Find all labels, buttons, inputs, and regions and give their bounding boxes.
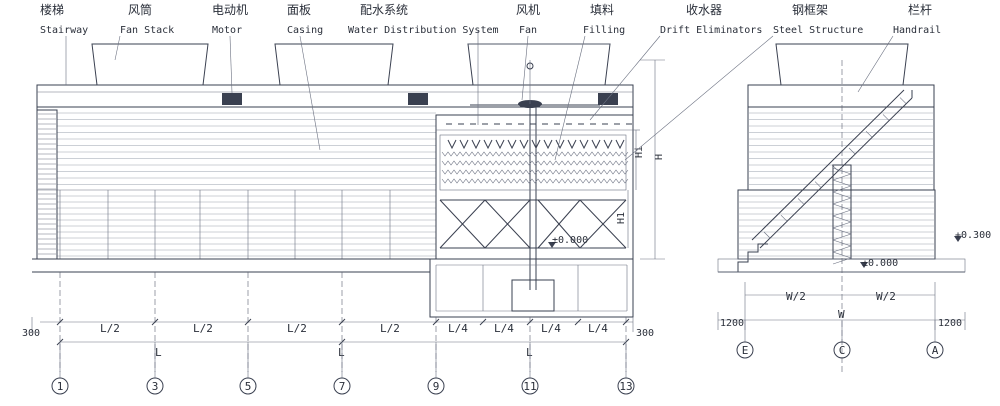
dim-quarter-L-1: L/4	[448, 322, 468, 335]
axis-label: A	[932, 344, 939, 357]
side-casing-lines	[738, 112, 935, 257]
label-filling-cn: 填料	[590, 3, 614, 17]
label-filling-en: Filling	[583, 25, 625, 36]
motor	[598, 93, 618, 105]
axis-bubble	[521, 377, 539, 395]
stairway-ladder	[36, 109, 58, 260]
label-motor-cn: 电动机	[212, 3, 248, 17]
axis-bubble	[833, 341, 851, 359]
dim-L-1: L	[155, 346, 162, 359]
height-dims: H Hi H1	[616, 59, 665, 260]
drift-eliminators	[446, 123, 632, 150]
side-dimensions: W/2 W/2 W 1200 1200	[717, 282, 966, 330]
dim-half-L-4: L/2	[380, 322, 400, 335]
fan-stack	[91, 43, 209, 86]
fan-assembly	[470, 60, 600, 290]
label-handrail-en: Handrail	[893, 25, 941, 36]
dim-1200-right: 1200	[938, 318, 962, 329]
fan-stack	[467, 43, 611, 86]
top-deck	[36, 84, 634, 108]
filling-pattern	[441, 151, 629, 184]
axis-label: 5	[245, 380, 252, 393]
label-fan-cn: 风机	[516, 3, 540, 17]
label-casing-cn: 面板	[287, 3, 311, 17]
side-elevation-marks: ±0.000 +0.300	[860, 230, 991, 269]
dim-H1: H1	[616, 212, 627, 224]
axis-bubble	[926, 341, 944, 359]
fill-pack	[439, 134, 627, 191]
axis-bubble	[427, 377, 445, 395]
label-motor-en: Motor	[212, 25, 242, 36]
axis-label: 9	[433, 380, 440, 393]
motor	[222, 93, 242, 105]
axis-bubble	[736, 341, 754, 359]
dim-quarter-L-2: L/4	[494, 322, 514, 335]
elevation-zero-front: ±0.000	[552, 235, 588, 246]
label-casing-en: Casing	[287, 25, 323, 36]
label-steel-cn: 钢框架	[792, 3, 828, 17]
cutaway-section	[435, 114, 634, 260]
dim-H: H	[654, 154, 665, 160]
axis-label: 7	[339, 380, 346, 393]
axis-label: 3	[152, 380, 159, 393]
dim-Hi: Hi	[634, 146, 645, 158]
elevation-zero-side: ±0.000	[862, 258, 898, 269]
motor	[408, 93, 428, 105]
axis-bubble	[146, 377, 164, 395]
sump	[511, 279, 555, 312]
elevation-plus: +0.300	[955, 230, 991, 241]
dim-half-W-2: W/2	[876, 290, 896, 303]
dim-half-L-3: L/2	[287, 322, 307, 335]
label-fan-stack-en: Fan Stack	[120, 25, 174, 36]
base-steps	[718, 243, 768, 273]
cross-braces	[439, 199, 627, 249]
axis-label: C	[839, 344, 846, 357]
side-elevation: ±0.000 +0.300 W/2 W/2 W 1200 1200 E C A	[717, 43, 991, 372]
label-stairway-en: Stairway	[40, 25, 88, 36]
axis-bubble	[239, 377, 257, 395]
dim-quarter-L-4: L/4	[588, 322, 608, 335]
axis-label: 1	[57, 380, 64, 393]
dim-quarter-L-3: L/4	[541, 322, 561, 335]
dim-half-W-1: W/2	[786, 290, 806, 303]
axis-label: E	[742, 344, 749, 357]
front-elevation-marks: ±0.000	[548, 235, 590, 249]
label-stairway-cn: 楼梯	[40, 2, 64, 17]
dim-300-left: 300	[22, 328, 40, 339]
dim-L-3: L	[526, 346, 533, 359]
dim-1200-left: 1200	[720, 318, 744, 329]
front-dimensions: 300 300 L/2 L/2 L/2 L/2 L/4 L/4 L/4 L/4 …	[22, 317, 654, 359]
axis-label: 11	[523, 380, 536, 393]
dim-L-2: L	[338, 346, 345, 359]
casing-panel-lines	[57, 112, 436, 257]
handrail	[751, 89, 913, 249]
label-drift-en: Drift Eliminators	[660, 25, 762, 36]
axis-bubble	[617, 377, 635, 395]
fan-stacks	[91, 43, 611, 86]
casing-columns	[59, 190, 391, 259]
dim-half-L-2: L/2	[193, 322, 213, 335]
fan-stack	[274, 43, 394, 86]
axis-bubble	[51, 377, 69, 395]
motors	[222, 93, 618, 105]
label-fan-en: Fan	[519, 25, 537, 36]
label-water-dist-cn: 配水系统	[360, 3, 408, 17]
axis-label: 13	[619, 380, 632, 393]
component-labels: 楼梯 Stairway 风筒 Fan Stack 电动机 Motor 面板 Ca…	[40, 2, 941, 161]
label-water-dist-en: Water Distribution System	[348, 25, 499, 36]
label-fan-stack-cn: 风筒	[128, 2, 152, 17]
dim-300-right: 300	[636, 328, 654, 339]
dim-W: W	[838, 308, 845, 321]
label-steel-en: Steel Structure	[773, 25, 863, 36]
axis-bubble	[333, 377, 351, 395]
label-handrail-cn: 栏杆	[908, 2, 932, 17]
basin	[429, 258, 634, 318]
front-elevation: ±0.000 H Hi H1 300 300 L/2 L/2 L/2 L/	[22, 43, 665, 395]
label-drift-cn: 收水器	[686, 3, 722, 17]
dim-half-L-1: L/2	[100, 322, 120, 335]
